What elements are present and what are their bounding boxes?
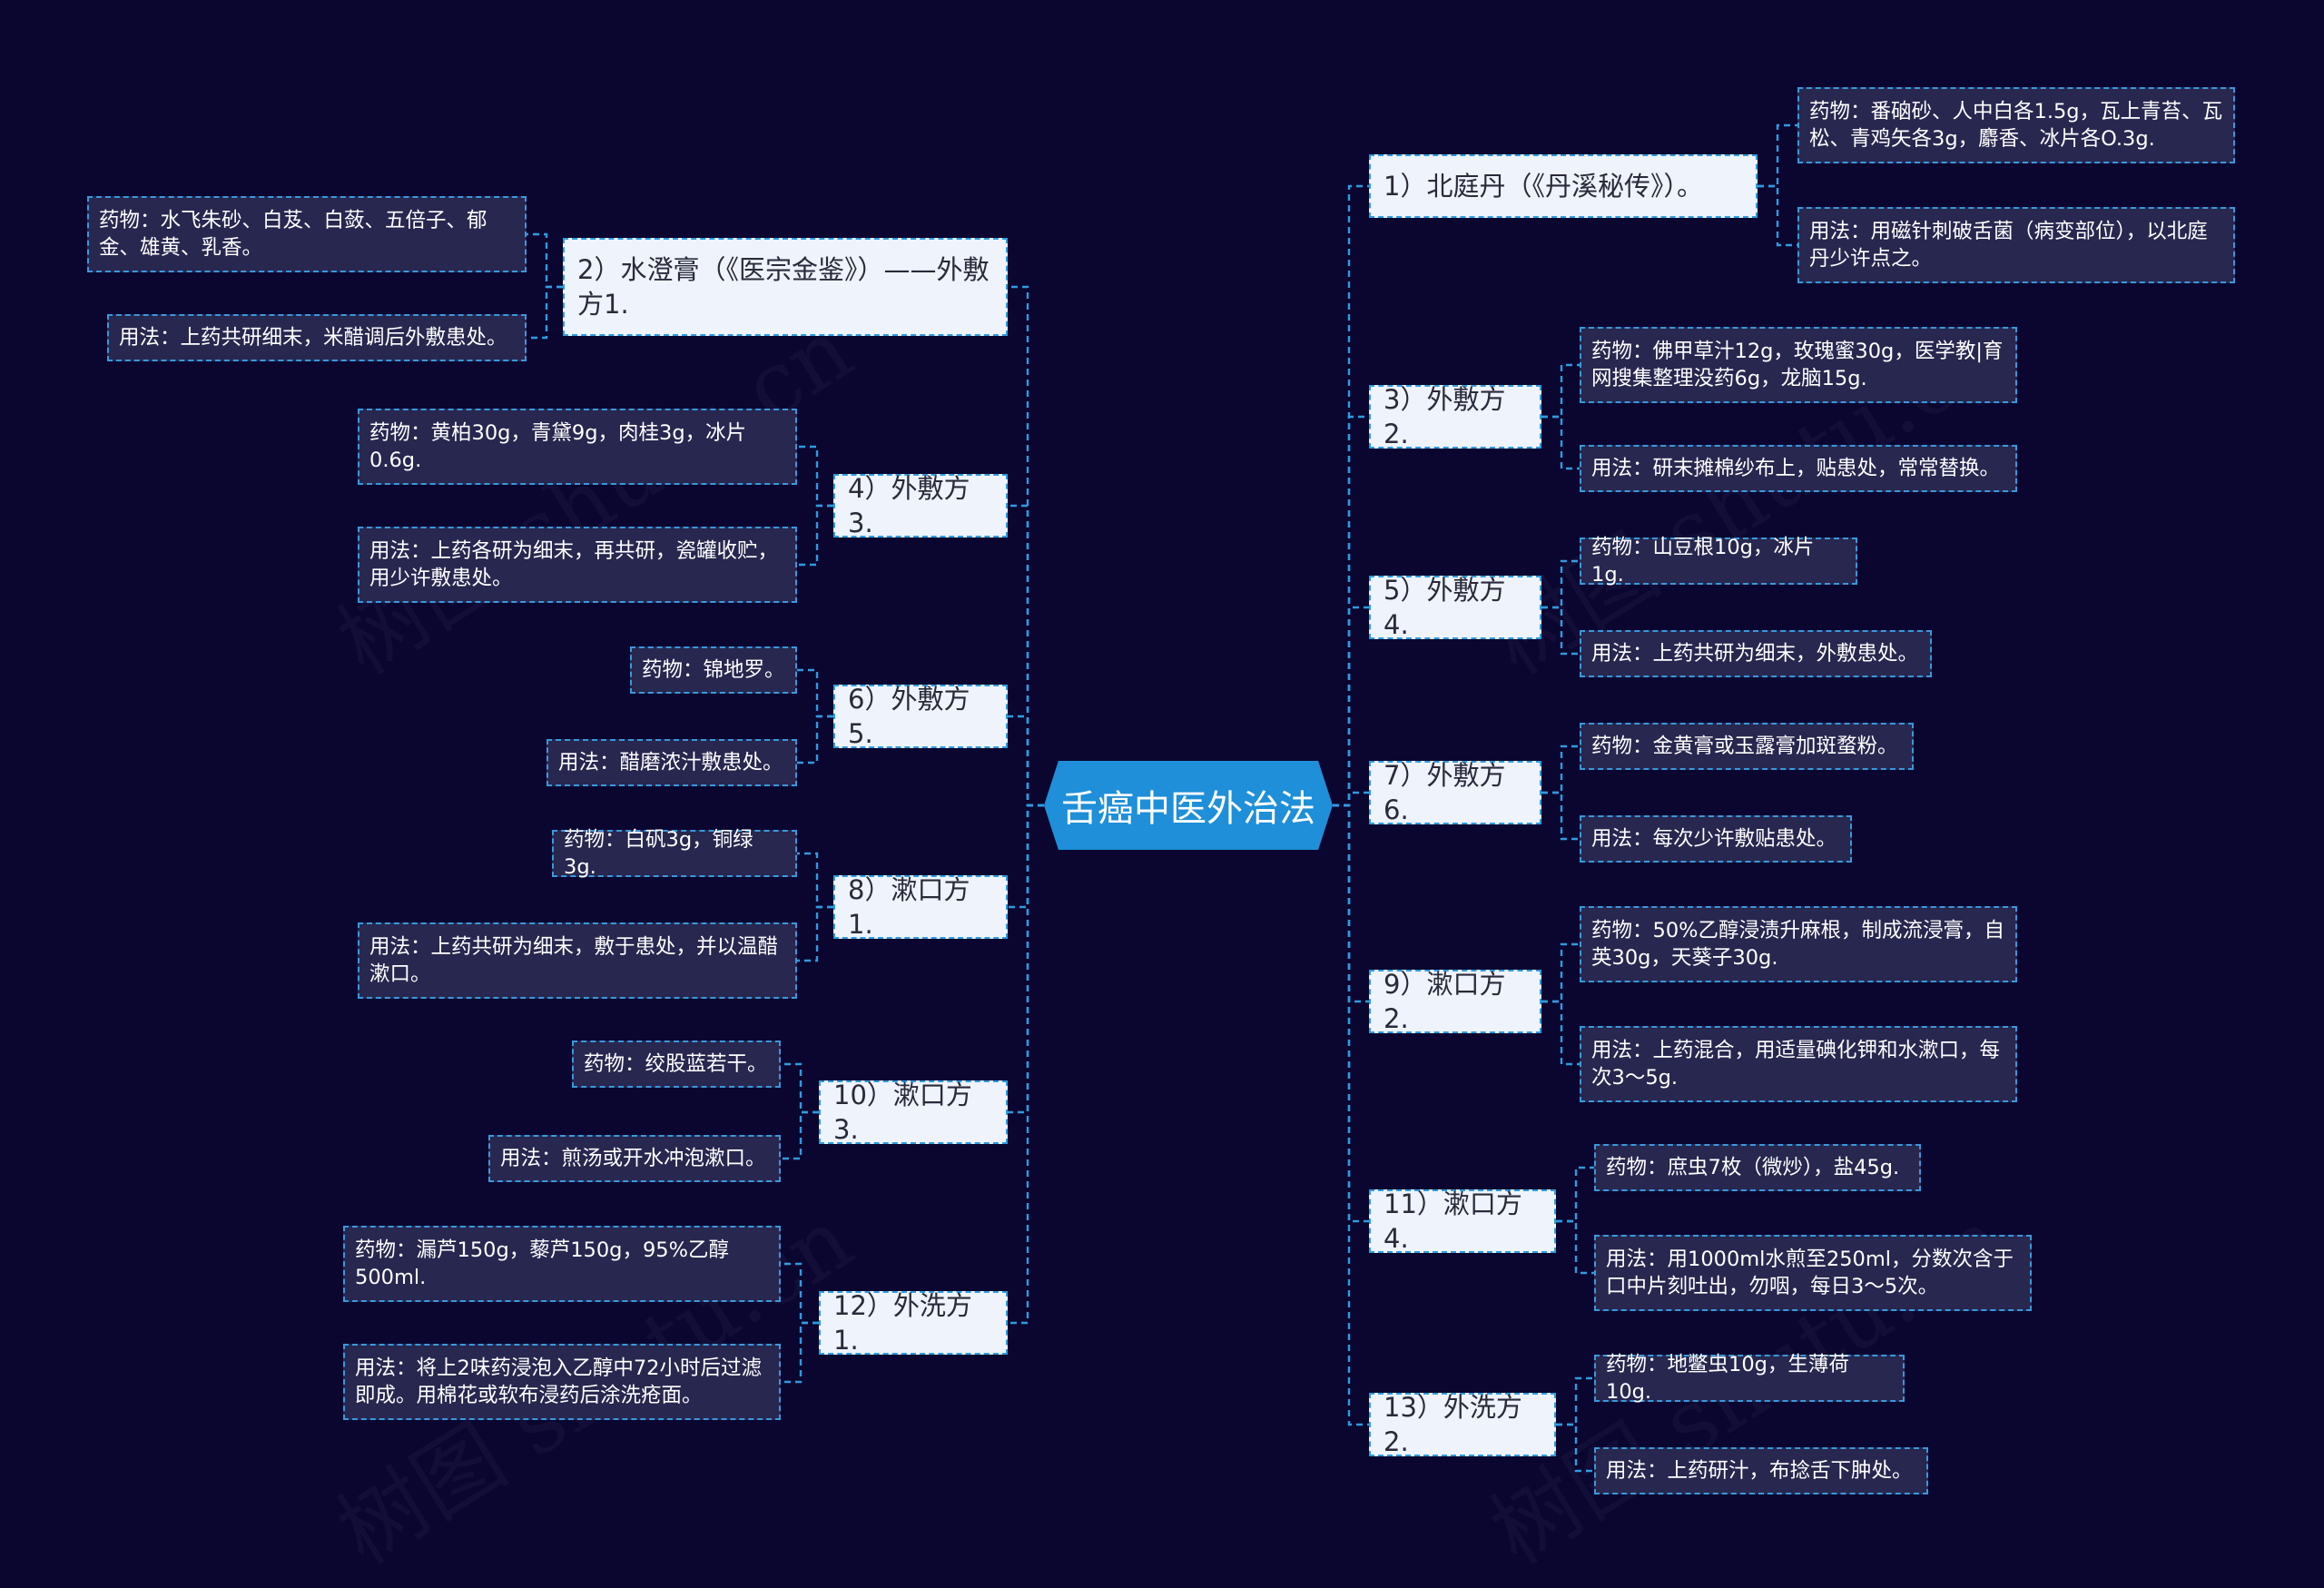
leaf-connector <box>781 1110 819 1160</box>
drug-note-6[interactable]: 药物：锦地罗。 <box>630 646 797 694</box>
branch-connector <box>1333 184 1369 807</box>
leaf-connector <box>797 715 833 764</box>
leaf-connector <box>797 905 833 962</box>
leaf-connector <box>527 232 563 289</box>
leaf-connector <box>781 1321 819 1384</box>
drug-note-2[interactable]: 药物：水飞朱砂、白芨、白蔹、五倍子、郁金、雄黄、乳香。 <box>87 196 527 272</box>
branch-topic-2[interactable]: 2）水澄膏（《医宗金鉴》）——外敷方1. <box>563 238 1008 336</box>
branch-topic-13[interactable]: 13）外洗方2. <box>1369 1392 1556 1457</box>
leaf-connector <box>1556 1166 1594 1223</box>
branch-topic-10[interactable]: 10）漱口方3. <box>819 1080 1008 1145</box>
usage-note-2[interactable]: 用法：上药共研细末，米醋调后外敷患处。 <box>107 314 527 361</box>
branch-connector <box>1333 791 1369 807</box>
branch-connector <box>1333 804 1369 1223</box>
leaf-connector <box>1758 123 1797 188</box>
branch-topic-3[interactable]: 3）外敷方2. <box>1369 384 1541 449</box>
usage-note-5[interactable]: 用法：上药共研为细末，外敷患处。 <box>1580 630 1932 677</box>
branch-topic-11[interactable]: 11）漱口方4. <box>1369 1189 1556 1254</box>
usage-note-3[interactable]: 用法：研末摊棉纱布上，贴患处，常常替换。 <box>1580 445 2017 492</box>
branch-topic-1[interactable]: 1）北庭丹（《丹溪秘传》）。 <box>1369 154 1758 218</box>
leaf-connector <box>781 1262 819 1325</box>
usage-note-10[interactable]: 用法：煎汤或开水冲泡漱口。 <box>488 1135 781 1182</box>
drug-note-10[interactable]: 药物：绞股蓝若干。 <box>572 1041 781 1088</box>
branch-connector <box>1008 504 1044 807</box>
leaf-connector <box>781 1062 819 1114</box>
drug-note-13[interactable]: 药物：地鳖虫10g，生薄荷10g. <box>1594 1353 1905 1404</box>
leaf-connector <box>1556 1376 1594 1426</box>
drug-note-12[interactable]: 药物：漏芦150g，藜芦150g，95%乙醇500ml. <box>343 1226 781 1302</box>
branch-connector <box>1333 415 1369 807</box>
branch-topic-5[interactable]: 5）外敷方4. <box>1369 575 1541 640</box>
root-topic[interactable]: 舌癌中医外治法 <box>1044 761 1333 850</box>
branch-connector <box>1008 804 1044 1325</box>
leaf-connector <box>1541 415 1580 470</box>
branch-connector <box>1333 606 1369 807</box>
branch-connector <box>1008 804 1044 1114</box>
usage-note-6[interactable]: 用法：醋磨浓汁敷患处。 <box>547 739 797 786</box>
leaf-connector <box>1556 1219 1594 1275</box>
leaf-connector <box>1541 942 1580 1003</box>
usage-note-9[interactable]: 用法：上药混合，用适量碘化钾和水漱口，每次3～5g. <box>1580 1026 2017 1102</box>
branch-connector <box>1333 804 1369 1003</box>
leaf-connector <box>1541 606 1580 656</box>
usage-note-4[interactable]: 用法：上药各研为细末，再共研，瓷罐收贮，用少许敷患处。 <box>358 527 797 603</box>
branch-topic-7[interactable]: 7）外敷方6. <box>1369 760 1541 825</box>
leaf-connector <box>527 285 563 340</box>
usage-note-1[interactable]: 用法：用磁针刺破舌菌（病变部位），以北庭丹少许点之。 <box>1797 207 2235 283</box>
branch-topic-8[interactable]: 8）漱口方1. <box>833 874 1008 940</box>
leaf-connector <box>1541 791 1580 841</box>
leaf-connector <box>1758 184 1797 247</box>
leaf-connector <box>1541 363 1580 419</box>
usage-note-12[interactable]: 用法：将上2味药浸泡入乙醇中72小时后过滤即成。用棉花或软布浸药后涂洗疮面。 <box>343 1344 781 1420</box>
branch-topic-4[interactable]: 4）外敷方3. <box>833 473 1008 538</box>
usage-note-11[interactable]: 用法：用1000ml水煎至250ml，分数次含于口中片刻吐出，勿咽，每日3～5次… <box>1594 1235 2032 1311</box>
branch-topic-12[interactable]: 12）外洗方1. <box>819 1290 1008 1356</box>
branch-connector <box>1008 804 1044 909</box>
branch-topic-9[interactable]: 9）漱口方2. <box>1369 969 1541 1034</box>
branch-topic-6[interactable]: 6）外敷方5. <box>833 684 1008 749</box>
usage-note-13[interactable]: 用法：上药研汁，布捻舌下肿处。 <box>1594 1447 1928 1494</box>
drug-note-8[interactable]: 药物：白矾3g，铜绿3g. <box>552 828 797 879</box>
leaf-connector <box>797 852 833 909</box>
leaf-connector <box>1541 559 1580 609</box>
leaf-connector <box>797 668 833 718</box>
leaf-connector <box>1556 1423 1594 1473</box>
leaf-connector <box>797 504 833 567</box>
leaf-connector <box>797 445 833 508</box>
leaf-connector <box>1541 1000 1580 1066</box>
drug-note-4[interactable]: 药物：黄柏30g，青黛9g，肉桂3g，冰片0.6g. <box>358 409 797 485</box>
branch-connector <box>1008 715 1044 807</box>
drug-note-3[interactable]: 药物：佛甲草汁12g，玫瑰蜜30g，医学教|育网搜集整理没药6g，龙脑15g. <box>1580 327 2017 403</box>
drug-note-1[interactable]: 药物：番硇砂、人中白各1.5g，瓦上青苔、瓦松、青鸡矢各3g，麝香、冰片各O.3… <box>1797 87 2235 163</box>
drug-note-5[interactable]: 药物：山豆根10g，冰片1g. <box>1580 536 1857 587</box>
usage-note-8[interactable]: 用法：上药共研为细末，敷于患处，并以温醋漱口。 <box>358 922 797 999</box>
drug-note-7[interactable]: 药物：金黄膏或玉露膏加斑蝥粉。 <box>1580 723 1914 770</box>
leaf-connector <box>1541 745 1580 794</box>
drug-note-9[interactable]: 药物：50%乙醇浸渍升麻根，制成流浸膏，自英30g，天葵子30g. <box>1580 906 2017 982</box>
branch-connector <box>1333 804 1369 1426</box>
usage-note-7[interactable]: 用法：每次少许敷贴患处。 <box>1580 815 1852 863</box>
branch-connector <box>1008 285 1044 807</box>
drug-note-11[interactable]: 药物：庶虫7枚（微炒），盐45g. <box>1594 1144 1921 1191</box>
